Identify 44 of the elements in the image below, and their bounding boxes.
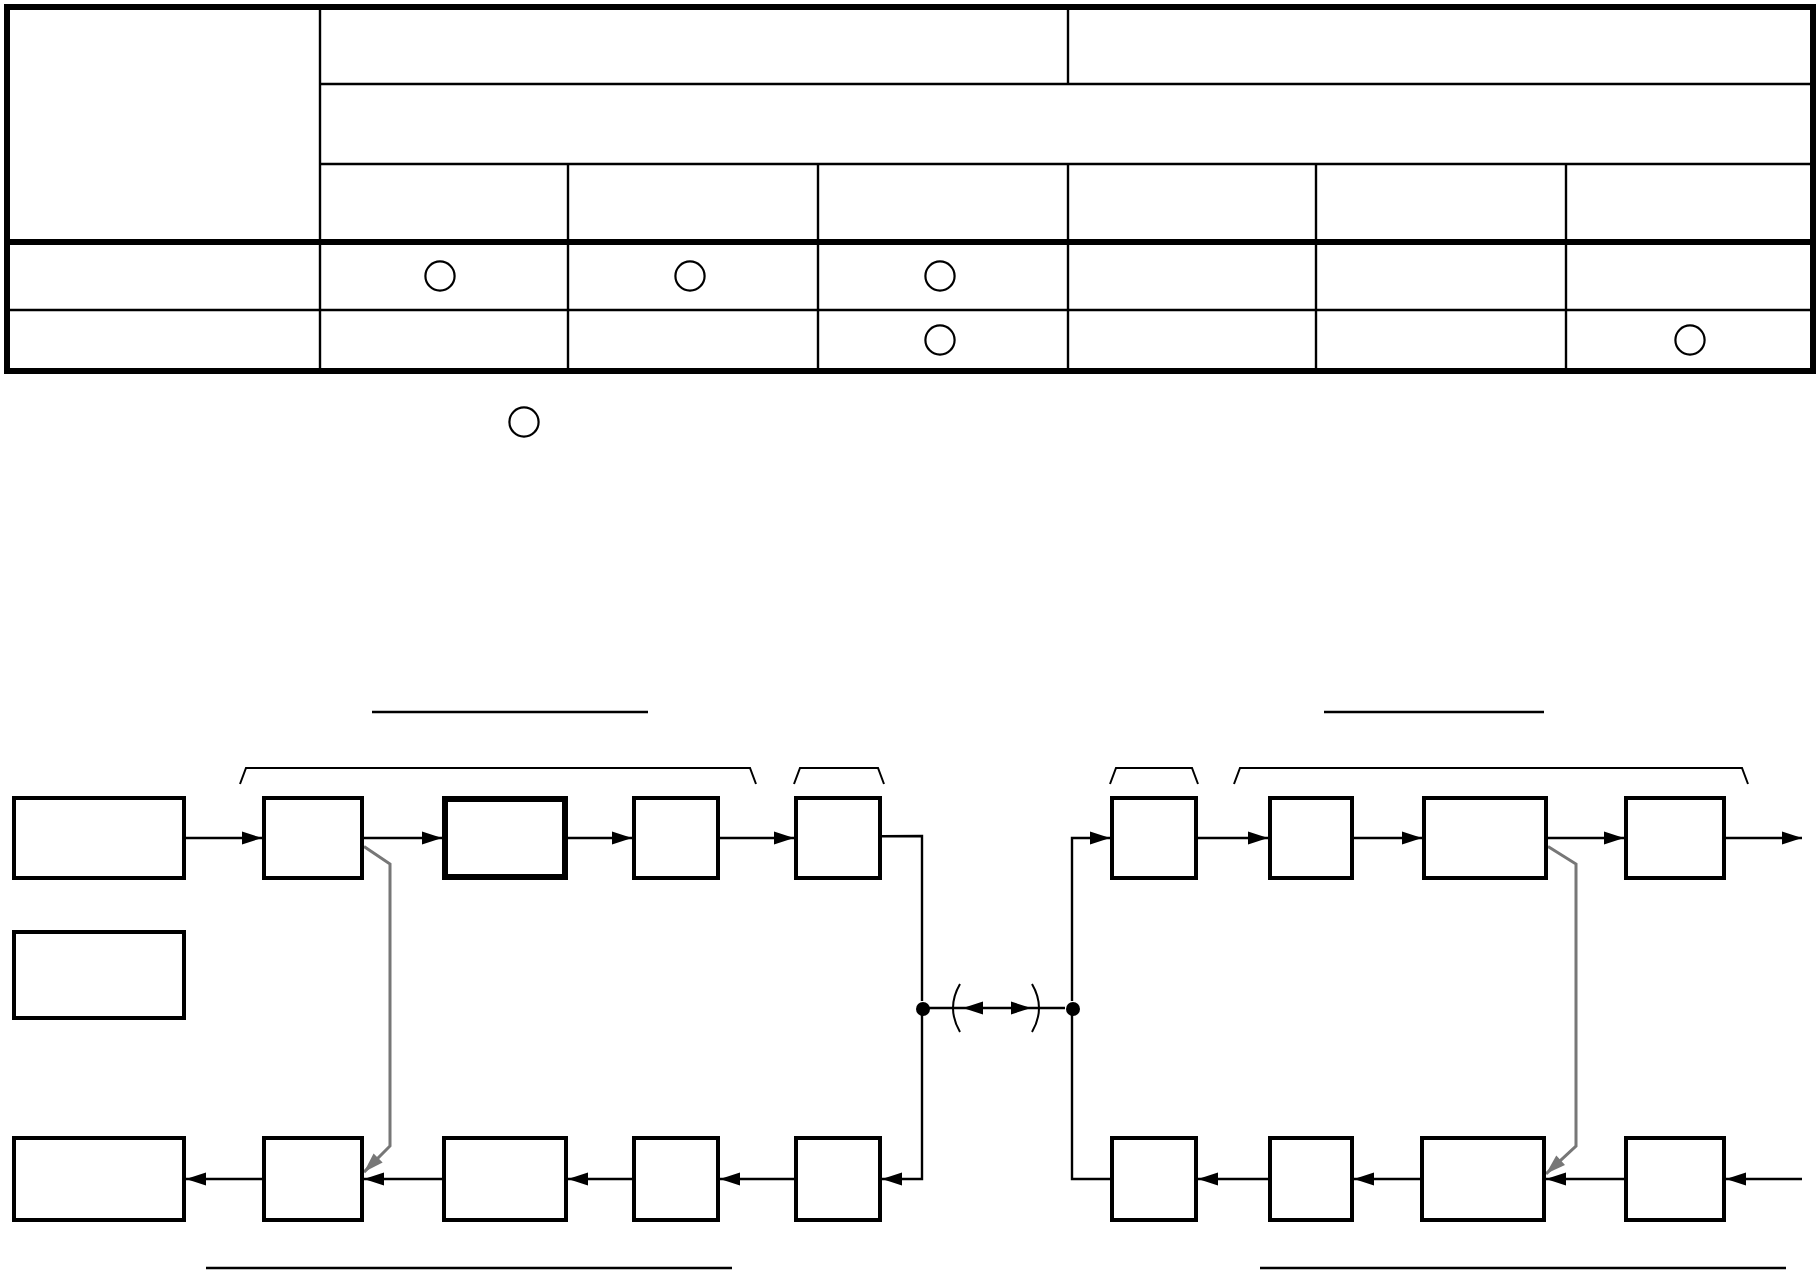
arrow: [1726, 1172, 1802, 1186]
block-box: [442, 796, 568, 880]
connector-line: [882, 834, 924, 1001]
block-box: [1624, 796, 1726, 880]
arrow: [1070, 831, 1110, 1001]
block-box: [1110, 1136, 1198, 1222]
block-box: [794, 1136, 882, 1222]
arrow: [1198, 1172, 1268, 1186]
feedback-arrow: [1545, 845, 1578, 1175]
double-arrow: [929, 1001, 1065, 1015]
arrow: [1548, 831, 1624, 845]
arrow: [1198, 831, 1268, 845]
block-box: [442, 1136, 568, 1222]
block-box: [794, 796, 882, 880]
arrow: [1726, 831, 1802, 845]
arrow: [882, 1015, 924, 1186]
block-box: [12, 930, 186, 1020]
block-box: [1624, 1136, 1726, 1222]
junction-dot: [915, 1001, 929, 1015]
block-box: [1420, 1136, 1546, 1222]
arrow: [720, 831, 794, 845]
block-box: [1422, 796, 1548, 880]
arrow: [186, 1172, 262, 1186]
block-box: [1110, 796, 1198, 880]
block-box: [12, 1136, 186, 1222]
block-box: [262, 1136, 364, 1222]
connector-line: [1070, 1015, 1110, 1181]
block-box: [1268, 1136, 1354, 1222]
block-box: [632, 1136, 720, 1222]
arrow: [1354, 831, 1422, 845]
arrow: [186, 831, 262, 845]
feedback-arrow: [362, 845, 392, 1174]
arrow: [720, 1172, 794, 1186]
block-box: [262, 796, 364, 880]
arrow: [568, 831, 632, 845]
block-box: [632, 796, 720, 880]
arrow: [364, 831, 442, 845]
arrow: [1546, 1172, 1624, 1186]
junction-dot: [1065, 1001, 1079, 1015]
block-box: [12, 796, 186, 880]
arrow: [1354, 1172, 1420, 1186]
arrow: [364, 1172, 442, 1186]
block-box: [1268, 796, 1354, 880]
arrow: [568, 1172, 632, 1186]
